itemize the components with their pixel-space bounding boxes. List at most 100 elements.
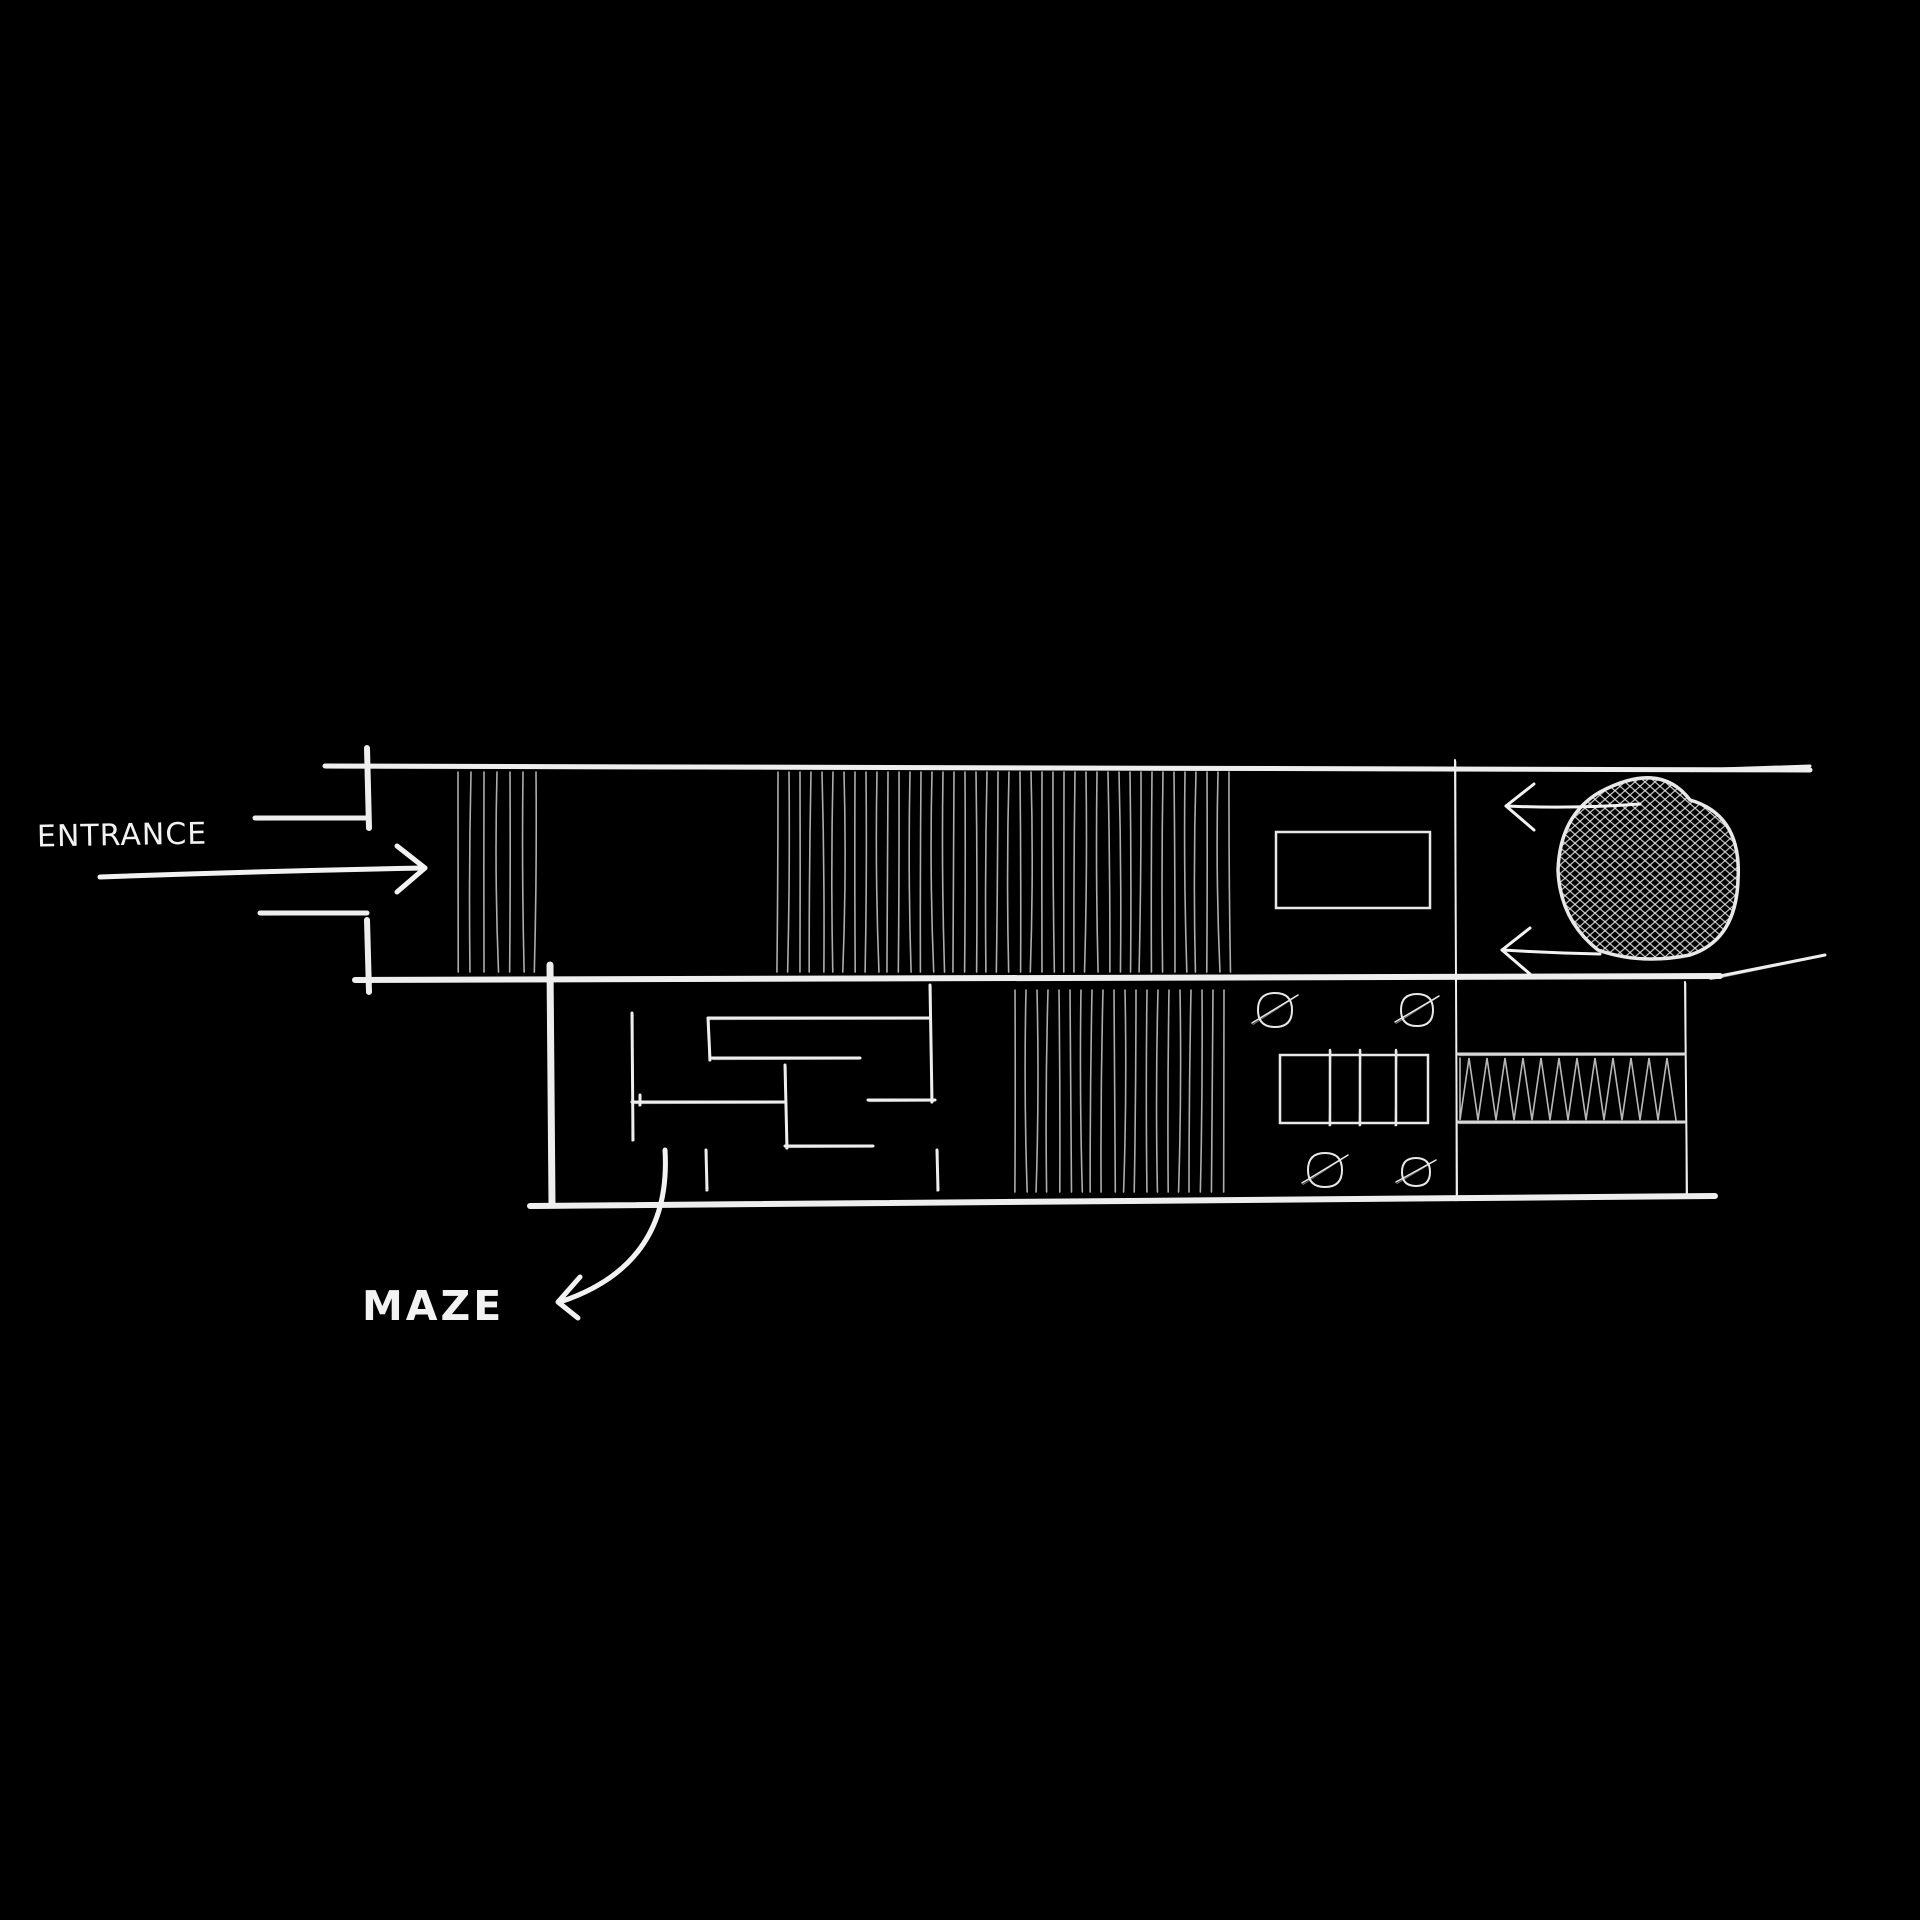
north-field-hatch-stroke: [1228, 771, 1232, 973]
north-field-hatch-stroke: [1173, 771, 1176, 973]
hatch-a: [1558, 777, 1581, 959]
east-strip-zigzag: [1459, 1057, 1677, 1121]
north-field-hatch-stroke: [995, 771, 999, 973]
hatch-a: [1729, 777, 1739, 959]
hatch-b: [1619, 777, 1739, 959]
tree-4: [1395, 1156, 1437, 1188]
maze-wall-8-texture: [631, 1013, 634, 1142]
north-field-hatch-stroke: [930, 771, 935, 973]
north-field-hatch-stroke: [963, 771, 967, 973]
maze-wall-10-texture: [705, 1150, 708, 1192]
hatch-b: [1699, 777, 1739, 959]
hatch-b: [1639, 777, 1739, 959]
hatch-b: [1558, 777, 1739, 959]
east-lower-arrow-shaft: [1500, 948, 1602, 956]
north-field-hatch-stroke: [886, 771, 889, 973]
entrance-hatch-stroke: [533, 771, 538, 973]
hatch-a: [1740, 760, 1920, 970]
north-field-hatch-stroke: [1083, 771, 1088, 973]
tree-2: [1394, 992, 1440, 1028]
north-field-hatch-stroke: [831, 771, 834, 973]
north-field-hatch-stroke: [1107, 771, 1111, 973]
east-strip-top-texture: [1458, 1054, 1685, 1057]
large-tree-outline: [1556, 776, 1741, 961]
north-field-hatch-stroke: [908, 771, 912, 973]
hatch-b: [1649, 777, 1739, 959]
south-field-hatch-stroke: [1199, 989, 1203, 1193]
maze-arrow: [555, 1147, 668, 1321]
tree-4-branch-texture: [1396, 1160, 1436, 1184]
south-field-hatch-stroke: [1155, 989, 1159, 1193]
north-field-hatch-stroke: [1161, 771, 1164, 973]
hatch-a: [1280, 760, 1520, 970]
south-field-hatch-stroke: [1089, 989, 1093, 1193]
pavilion-table: [1274, 830, 1432, 910]
bottom-boundary-line-texture: [529, 1195, 1716, 1209]
entrance-arrow: [97, 843, 428, 895]
maze-wall-1-texture: [708, 1018, 930, 1021]
large-tree-hatch: [1260, 760, 1920, 970]
hatch-areas: [457, 771, 1687, 1193]
entrance-wall-lower-cap-texture: [259, 912, 368, 916]
north-field-hatch-stroke: [1019, 771, 1022, 973]
hatch-a: [1780, 760, 1920, 970]
south-field-hatch-stroke: [1133, 989, 1137, 1193]
direction-arrows: [97, 782, 1642, 1321]
hatch-b: [1740, 760, 1920, 970]
hatch-b: [1270, 760, 1510, 970]
hatch-b: [1558, 777, 1739, 959]
hatch-b: [1629, 777, 1739, 959]
entrance-arrow-shaft: [97, 865, 428, 880]
hatch-a: [1558, 777, 1611, 959]
hatch-b: [1599, 777, 1739, 959]
entrance-hatch-stroke: [495, 771, 500, 973]
north-field-hatch-stroke: [875, 771, 880, 973]
north-field-hatch-stroke: [975, 771, 978, 973]
north-field-hatch-stroke: [841, 771, 846, 973]
hatch-b: [1770, 760, 1920, 970]
south-field-hatch-stroke: [1210, 989, 1214, 1193]
tree-2-branch: [1394, 995, 1440, 1023]
middle-boundary-extension: [1708, 953, 1827, 980]
east-upper-arrow-shaft: [1504, 802, 1642, 809]
tree-1-branch-texture: [1252, 995, 1298, 1025]
hatch-a: [1300, 760, 1540, 970]
north-field-hatch-stroke: [1095, 771, 1099, 973]
hatch-b: [1558, 777, 1601, 959]
east-lower-arrow-head: [1500, 926, 1532, 976]
north-field-hatch-stroke: [786, 771, 791, 973]
tree-3-branch-texture: [1302, 1155, 1348, 1185]
hatch-b: [1558, 777, 1611, 959]
east-upper-arrow-head: [1504, 782, 1536, 832]
north-field-hatch-stroke: [897, 771, 900, 973]
south-field-hatch-stroke: [1069, 989, 1073, 1193]
hatch-a: [1760, 760, 1920, 970]
hatch-b: [1750, 760, 1920, 970]
hatch-b: [1679, 777, 1739, 959]
north-field-hatch-stroke: [941, 771, 946, 973]
north-field-hatch-stroke: [1216, 771, 1221, 973]
hatch-a: [1270, 760, 1510, 970]
hatch-a: [1619, 777, 1739, 959]
hatch-b: [1589, 777, 1739, 959]
hatch-b: [1300, 760, 1540, 970]
north-field-hatch-stroke: [776, 771, 779, 973]
east-upper-arrow: [1504, 782, 1642, 832]
hatch-b: [1260, 760, 1500, 970]
hatch-b: [1780, 760, 1920, 970]
hatch-b: [1290, 760, 1530, 970]
maze-wall-11-texture: [936, 1150, 939, 1192]
pavilion-blocks: [1274, 830, 1432, 1127]
south-field-hatch-stroke: [1079, 989, 1084, 1193]
tree-2-canopy: [1400, 992, 1435, 1028]
tree-1-canopy: [1257, 991, 1294, 1029]
hatch-b: [1669, 777, 1739, 959]
hatch-a: [1629, 777, 1739, 959]
maze-walls: [630, 983, 940, 1192]
north-field-hatch-stroke: [808, 771, 812, 973]
north-field-hatch-stroke: [1029, 771, 1034, 973]
east-lower-arrow: [1500, 926, 1602, 976]
hatch-b: [1609, 777, 1739, 959]
tree-3-branch: [1301, 1154, 1349, 1184]
hatch-a: [1639, 777, 1739, 959]
